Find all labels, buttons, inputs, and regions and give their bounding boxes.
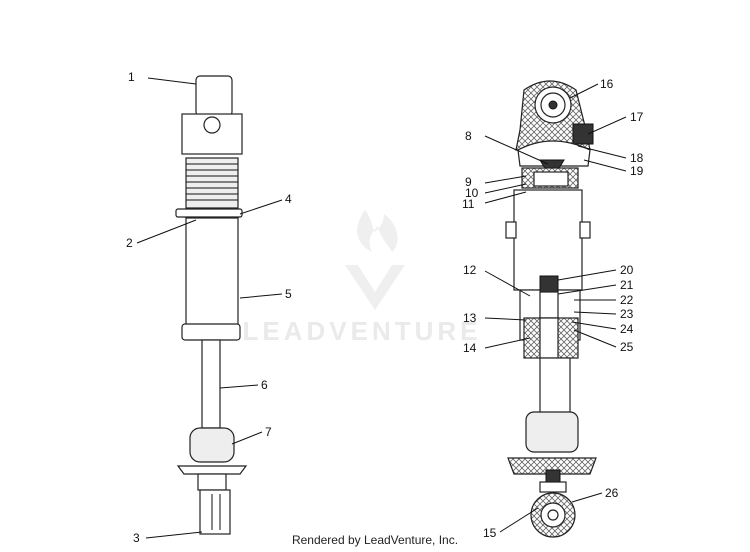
callout-11: 11: [462, 197, 475, 211]
callout-23: 23: [620, 307, 634, 321]
callout-7: 7: [265, 425, 272, 439]
callout-21: 21: [620, 278, 634, 292]
callout-22: 22: [620, 293, 634, 307]
callout-13: 13: [463, 311, 477, 325]
callout-12: 12: [463, 263, 477, 277]
callout-16: 16: [600, 77, 614, 91]
watermark-logo: LEADVENTURE: [242, 210, 481, 346]
footer-credit: Rendered by LeadVenture, Inc.: [291, 533, 459, 547]
callout-8: 8: [465, 129, 472, 143]
callout-2: 2: [126, 236, 133, 250]
left-shock-assembly: [175, 75, 248, 535]
right-shock-cutaway: [505, 80, 597, 538]
callout-24: 24: [620, 322, 634, 336]
callout-18: 18: [630, 151, 644, 165]
callout-26: 26: [605, 486, 619, 500]
spring-coils: [185, 157, 239, 209]
callout-15: 15: [483, 526, 497, 540]
callout-14: 14: [463, 341, 477, 355]
callout-5: 5: [285, 287, 292, 301]
watermark-brand-text: LEADVENTURE: [242, 316, 481, 346]
callout-4: 4: [285, 192, 292, 206]
callout-1: 1: [128, 70, 135, 84]
callout-3: 3: [133, 531, 140, 545]
leader-lines: [136, 77, 627, 539]
callout-20: 20: [620, 263, 634, 277]
callout-17: 17: [630, 110, 644, 124]
callout-9: 9: [465, 175, 472, 189]
callout-labels: 1 2 3 4 5 6 7 8 9 10 11 12 13 14 15 16 1…: [126, 70, 644, 545]
callout-25: 25: [620, 340, 634, 354]
callout-6: 6: [261, 378, 268, 392]
callout-10: 10: [465, 186, 479, 200]
callout-19: 19: [630, 164, 644, 178]
